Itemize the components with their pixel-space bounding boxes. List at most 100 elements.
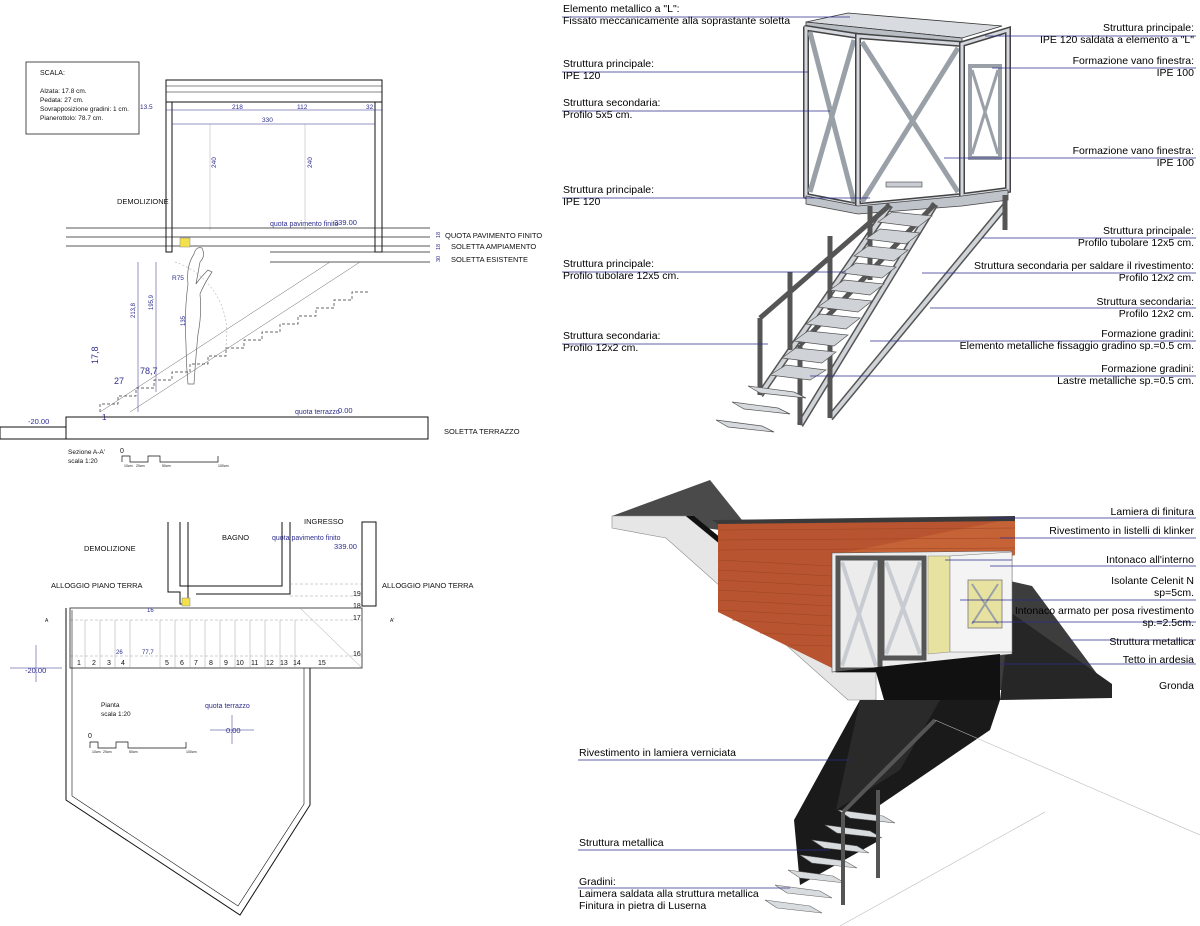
section-caption-scale: scala 1:20 <box>68 458 98 465</box>
finish-label-right: Intonaco all'interno <box>1106 554 1194 566</box>
finish-label-right: Gronda <box>1159 680 1194 692</box>
plan-drawing: BAGNO INGRESSO DEMOLIZIONE ALLOGGIO PIAN… <box>10 517 474 916</box>
plan-demolizione: DEMOLIZIONE <box>84 544 136 553</box>
label-title: Struttura metallica <box>579 837 664 849</box>
label-title: Gradini: <box>579 876 616 888</box>
section-caption-title: Sezione A-A' <box>68 449 105 456</box>
bottom-step-plate <box>715 419 775 433</box>
plan-alloggio-right: ALLOGGIO PIANO TERRA <box>382 581 474 590</box>
section-yellow-marker <box>179 237 191 248</box>
plan-bagno: BAGNO <box>222 533 249 542</box>
label-detail: Laimera saldata alla struttura metallica <box>579 888 759 900</box>
section-wall-left <box>165 101 173 253</box>
section-layer-label: SOLETTA AMPIAMENTO <box>451 242 536 251</box>
label-detail: Finitura in pietra di Luserna <box>579 900 707 912</box>
section-quota-pav-value: 339.00 <box>334 218 357 227</box>
label-title: Formazione gradini: <box>1101 328 1194 340</box>
plan-step-number: 7 <box>194 660 198 667</box>
section-roof-slab <box>165 79 383 103</box>
structure-label-left: Struttura secondaria: Profilo 12x2 cm. <box>563 330 660 354</box>
scale-note-line: Sovrapposizione gradini: 1 cm. <box>40 106 129 113</box>
finish-label-right: Isolante Celenit N sp=5cm. <box>1111 575 1194 599</box>
plan-step-number: 17 <box>353 615 361 622</box>
scale-note-line: Pedata: 27 cm. <box>40 97 84 104</box>
scale-notes-box <box>25 61 140 135</box>
scale-tick: 50cm <box>129 750 138 754</box>
section-layer-label: SOLETTA ESISTENTE <box>451 255 528 264</box>
plan-step-number: 15 <box>318 660 326 667</box>
section-layer-dim: 18 <box>436 232 442 238</box>
label-title: Struttura secondaria: <box>563 330 661 342</box>
scale-tick: 20cm <box>136 464 145 468</box>
scale-tick: 10cm <box>92 750 101 754</box>
structure-label-left: Struttura principale: Profilo tubolare 1… <box>563 258 679 282</box>
structure-leader-lines <box>562 16 1196 377</box>
structure-label-right: Struttura secondaria per saldare il rive… <box>974 260 1194 284</box>
gronda-base <box>832 654 1000 700</box>
plan-quota-terrazzo-value: 0.00 <box>226 726 241 735</box>
section-dim-total: 330 <box>262 117 273 124</box>
section-layer-dim: 18 <box>436 244 442 250</box>
label-title: Rivestimento in listelli di klinker <box>1049 525 1194 537</box>
section-dim-787: 78,7 <box>140 366 158 376</box>
section-dim: 112 <box>297 104 308 111</box>
label-detail: IPE 120 <box>563 70 601 82</box>
label-title: Struttura metallica <box>1109 636 1194 648</box>
section-scale-bar <box>121 455 219 463</box>
section-dim-27: 27 <box>114 376 124 386</box>
finished-model-3d <box>611 480 1200 926</box>
section-dim: 218 <box>232 104 243 111</box>
section-scale-zero: 0 <box>120 448 124 455</box>
section-layer-label: QUOTA PAVIMENTO FINITO <box>445 231 542 240</box>
finish-label-right: Intonaco armato per posa rivestimento sp… <box>1015 605 1194 629</box>
plan-scale-bar <box>89 741 187 749</box>
label-title: Struttura principale: <box>1102 225 1194 237</box>
structure-label-left: Struttura principale: IPE 120 <box>563 58 654 82</box>
section-dim-v: 213,8 <box>131 302 137 318</box>
plan-step-number: 11 <box>251 660 258 667</box>
plan-scale-zero: 0 <box>88 733 92 740</box>
label-title: Formazione vano finestra: <box>1072 55 1194 67</box>
label-detail: Elemento metalliche fissaggio gradino sp… <box>959 340 1194 352</box>
plan-step-number: 1 <box>77 660 81 667</box>
section-quota-pav-label: quota pavimento finito <box>270 221 339 228</box>
section-dim-178: 17,8 <box>90 346 100 364</box>
label-detail: sp.=2.5cm. <box>1142 617 1194 629</box>
label-title: Struttura principale: <box>563 58 655 70</box>
label-detail: Fissato meccanicamente alla soprastante … <box>563 15 791 27</box>
scale-note-line: Alzata: 17.8 cm. <box>40 88 87 95</box>
plan-ingresso: INGRESSO <box>304 517 344 526</box>
plan-stair <box>69 607 363 669</box>
section-demolizione-label: DEMOLIZIONE <box>117 197 169 206</box>
label-detail: Profilo 5x5 cm. <box>563 109 633 121</box>
plan-minus20: -20.00 <box>25 666 46 675</box>
scale-tick: 100cm <box>218 464 229 468</box>
section-quota-terrazzo-value: 0.00 <box>338 406 353 415</box>
structure-label-right: Formazione vano finestra: IPE 100 <box>1073 145 1194 169</box>
label-title: Struttura principale: <box>563 258 655 270</box>
label-detail: Profilo tubolare 12x5 cm. <box>1077 237 1194 249</box>
plan-step-number: 6 <box>180 660 184 667</box>
section-radius: R75 <box>172 275 184 282</box>
section-stair-profile <box>99 291 370 412</box>
terrace-slab <box>65 416 429 440</box>
label-detail: IPE 120 <box>563 196 601 208</box>
label-title: Formazione gradini: <box>1101 363 1194 375</box>
plan-step-number: 4 <box>121 660 125 667</box>
label-detail: Profilo tubolare 12x5 cm. <box>563 270 680 282</box>
finish-label-right: Tetto in ardesia <box>1123 654 1194 666</box>
section-drawing: SCALA: Alzata: 17.8 cm. Pedata: 27 cm. S… <box>0 61 542 468</box>
label-title: Lamiera di finitura <box>1110 506 1194 518</box>
plan-dim: 16 <box>147 608 154 614</box>
plan-step-number: 2 <box>92 660 96 667</box>
label-detail: sp=5cm. <box>1154 587 1194 599</box>
label-title: Isolante Celenit N <box>1111 575 1194 587</box>
plan-caption-scale: scala 1:20 <box>101 711 131 718</box>
structure-label-left: Elemento metallico a "L": Fissato meccan… <box>563 3 790 27</box>
human-figure <box>184 247 213 385</box>
label-detail: Profilo 12x2 cm. <box>1118 272 1194 284</box>
plan-step-number: 10 <box>236 660 244 667</box>
scale-tick: 10cm <box>124 464 133 468</box>
label-title: Struttura secondaria per saldare il rive… <box>973 260 1194 272</box>
finish-label-left: Gradini: Laimera saldata alla struttura … <box>579 876 759 912</box>
